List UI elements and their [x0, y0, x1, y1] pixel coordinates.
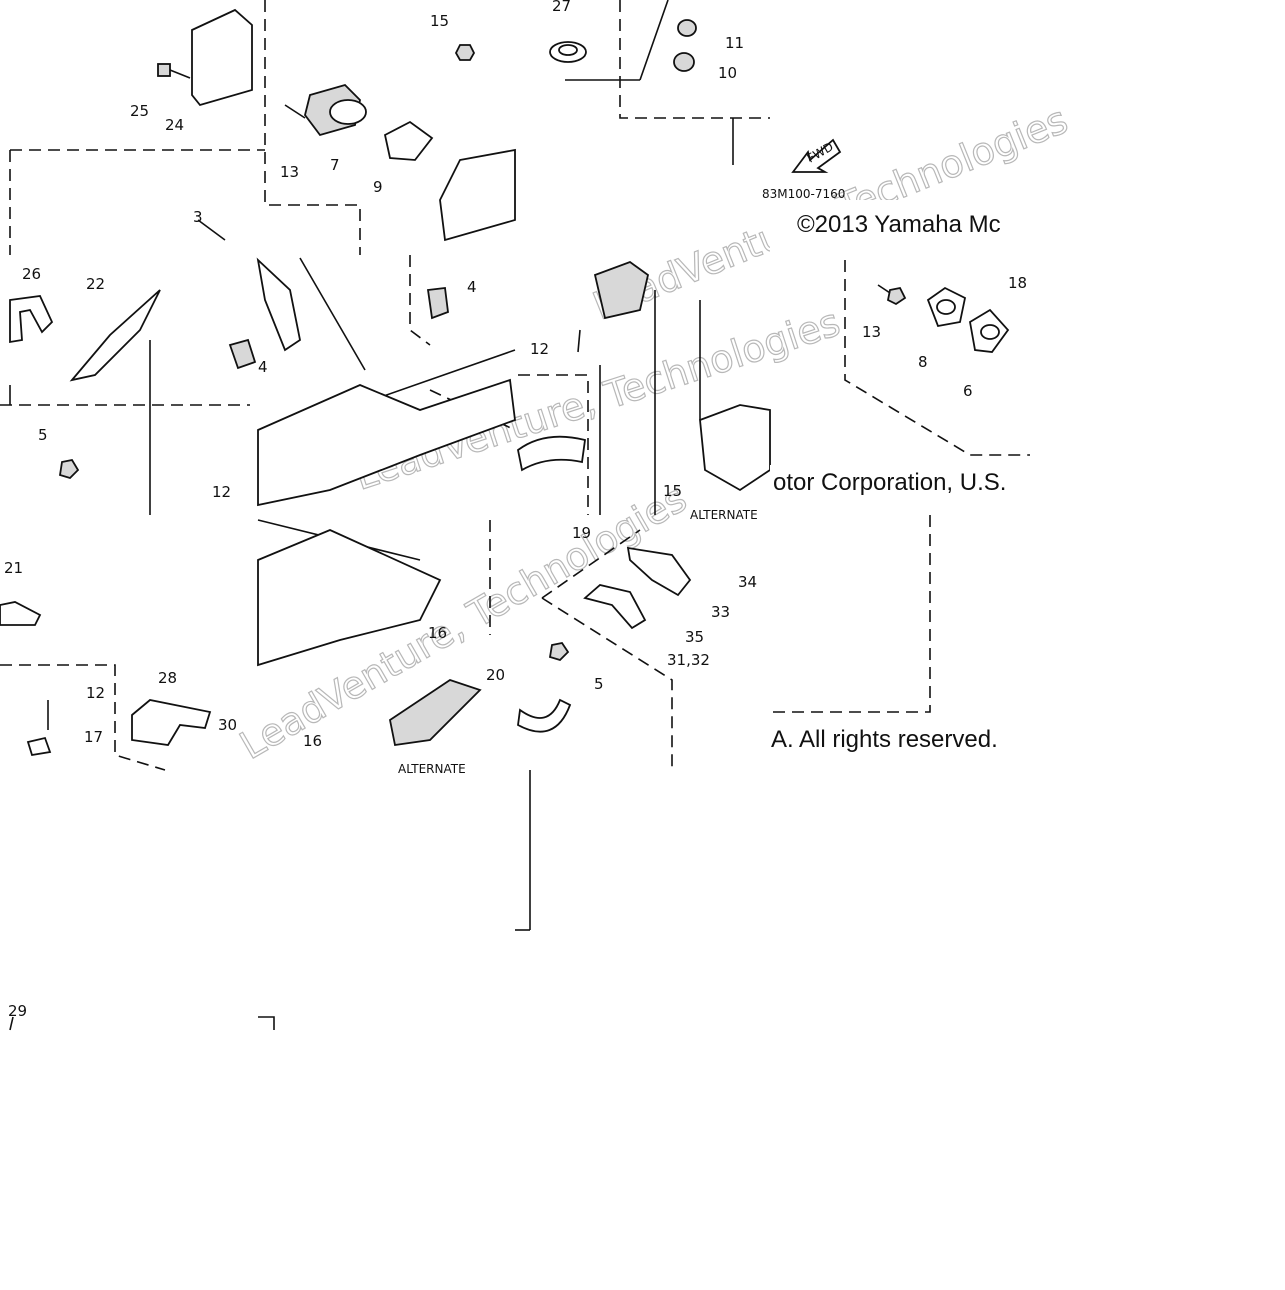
callout-31-32: 31,32 [667, 651, 710, 669]
copyright-line-1: ©2013 Yamaha Mc [797, 211, 1001, 238]
bolt-5-shape [58, 458, 80, 480]
plate-28-shape [131, 699, 212, 746]
callout-9: 9 [373, 178, 383, 196]
callout-20: 20 [486, 666, 505, 684]
bolt-25-shape [157, 63, 171, 77]
frame-crossmember-shape [439, 148, 516, 242]
bracket-26-shape [9, 295, 54, 344]
callout-7: 7 [330, 156, 340, 174]
callout-4a: 4 [467, 278, 477, 296]
callouts: 15 27 11 10 25 24 13 7 9 3 26 22 4 4 5 1… [4, 0, 1027, 1020]
callout-11: 11 [725, 34, 744, 52]
callout-10: 10 [718, 64, 737, 82]
bracket-24-shape [191, 8, 253, 107]
part-shapes [0, 8, 1010, 757]
callout-13: 13 [280, 163, 299, 181]
bushing-11-shape [677, 19, 697, 37]
floor-panel-20-shape [388, 679, 482, 747]
handle-19-shape [517, 698, 572, 733]
part-code-label: 83M100-7160 [762, 187, 845, 201]
callout-24: 24 [165, 116, 184, 134]
callout-17: 15 [430, 12, 449, 30]
callout-16b: 16 [303, 732, 322, 750]
clip-15-shape [26, 736, 52, 757]
callout-22: 21 [4, 559, 23, 577]
callout-15: 17 [84, 728, 103, 746]
nut-17-shape [454, 44, 476, 61]
callout-17b: 15 [663, 482, 682, 500]
callout-12c: 12 [86, 684, 105, 702]
callout-28: 28 [158, 669, 177, 687]
frame-lower-shape [257, 529, 442, 667]
callout-25: 25 [130, 102, 149, 120]
callout-3: 3 [193, 208, 203, 226]
frame-main-shape [257, 378, 516, 507]
callout-30: 30 [218, 716, 237, 734]
bracket-22-shape [0, 601, 42, 626]
callout-29: 29 [8, 1002, 27, 1020]
bracket-33-shape [626, 546, 692, 597]
callout-5b: 5 [594, 675, 604, 693]
alternate-label-2: ALTERNATE [690, 508, 758, 522]
frame-upper-shape [256, 257, 302, 352]
callout-19: 19 [572, 524, 591, 542]
callout-8: 8 [918, 353, 928, 371]
bushing-10-shape [673, 52, 695, 72]
bolt-13-shape [886, 286, 907, 306]
callout-13b: 13 [862, 323, 881, 341]
callout-33: 33 [711, 603, 730, 621]
callout-12a: 12 [212, 483, 231, 501]
callout-5a: 5 [38, 426, 48, 444]
callout-4b: 4 [258, 358, 268, 376]
plate-21-shape [69, 289, 161, 382]
callout-6: 6 [963, 382, 973, 400]
callout-18: 18 [1008, 274, 1027, 292]
callout-16a: 16 [428, 624, 447, 642]
callout-21: 22 [86, 275, 105, 293]
bracket-31-32-shape [583, 584, 647, 630]
gasket-9-shape [383, 120, 434, 161]
copyright-line-3: A. All rights reserved. [771, 726, 998, 753]
fwd-arrow-icon [791, 138, 842, 173]
callout-35: 35 [685, 628, 704, 646]
handle-23-shape [517, 435, 587, 472]
grommet-4-shape [426, 287, 449, 320]
copyright-line-2: otor Corporation, U.S. [773, 469, 1006, 496]
callout-34: 34 [738, 573, 757, 591]
callout-26: 26 [22, 265, 41, 283]
assembly-lines [0, 0, 1030, 771]
bracket-2-shape [699, 404, 771, 492]
callout-27: 27 [552, 0, 571, 15]
duct-rear-shape [593, 260, 650, 320]
alternate-label-1: ALTERNATE [398, 762, 466, 776]
callout-12b: 12 [530, 340, 549, 358]
